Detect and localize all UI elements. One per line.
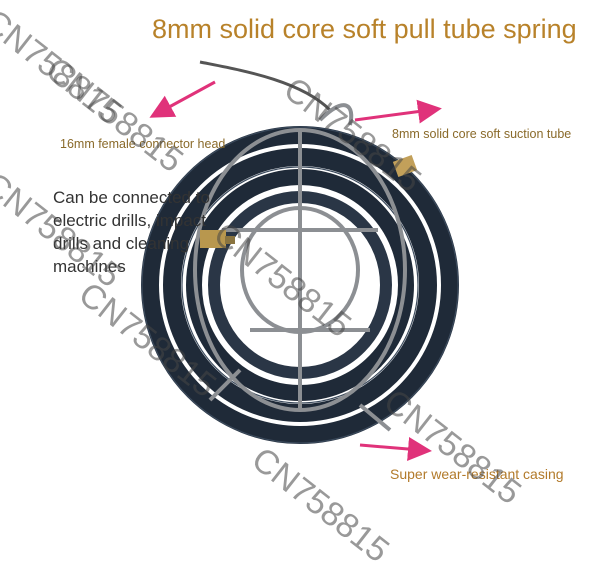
hose-illustration [141, 60, 459, 461]
arrow-casing [359, 437, 432, 461]
product-photo: 8mm solid core soft pull tube spring 16m… [0, 2, 577, 570]
arrow-connector [149, 80, 216, 118]
label-casing: Super wear-resistant casing [390, 466, 564, 482]
arrow-suction [354, 99, 442, 124]
compatibility-text: Can be connected to electric drills, imp… [53, 188, 210, 276]
label-suction-tube: 8mm solid core soft suction tube [392, 127, 572, 141]
brass-fittings [200, 155, 418, 248]
wire-cage [193, 103, 407, 432]
spring-cable [199, 60, 332, 112]
product-title: 8mm solid core soft pull tube spring [152, 14, 577, 44]
label-connector-head: 16mm female connector head [60, 137, 226, 151]
